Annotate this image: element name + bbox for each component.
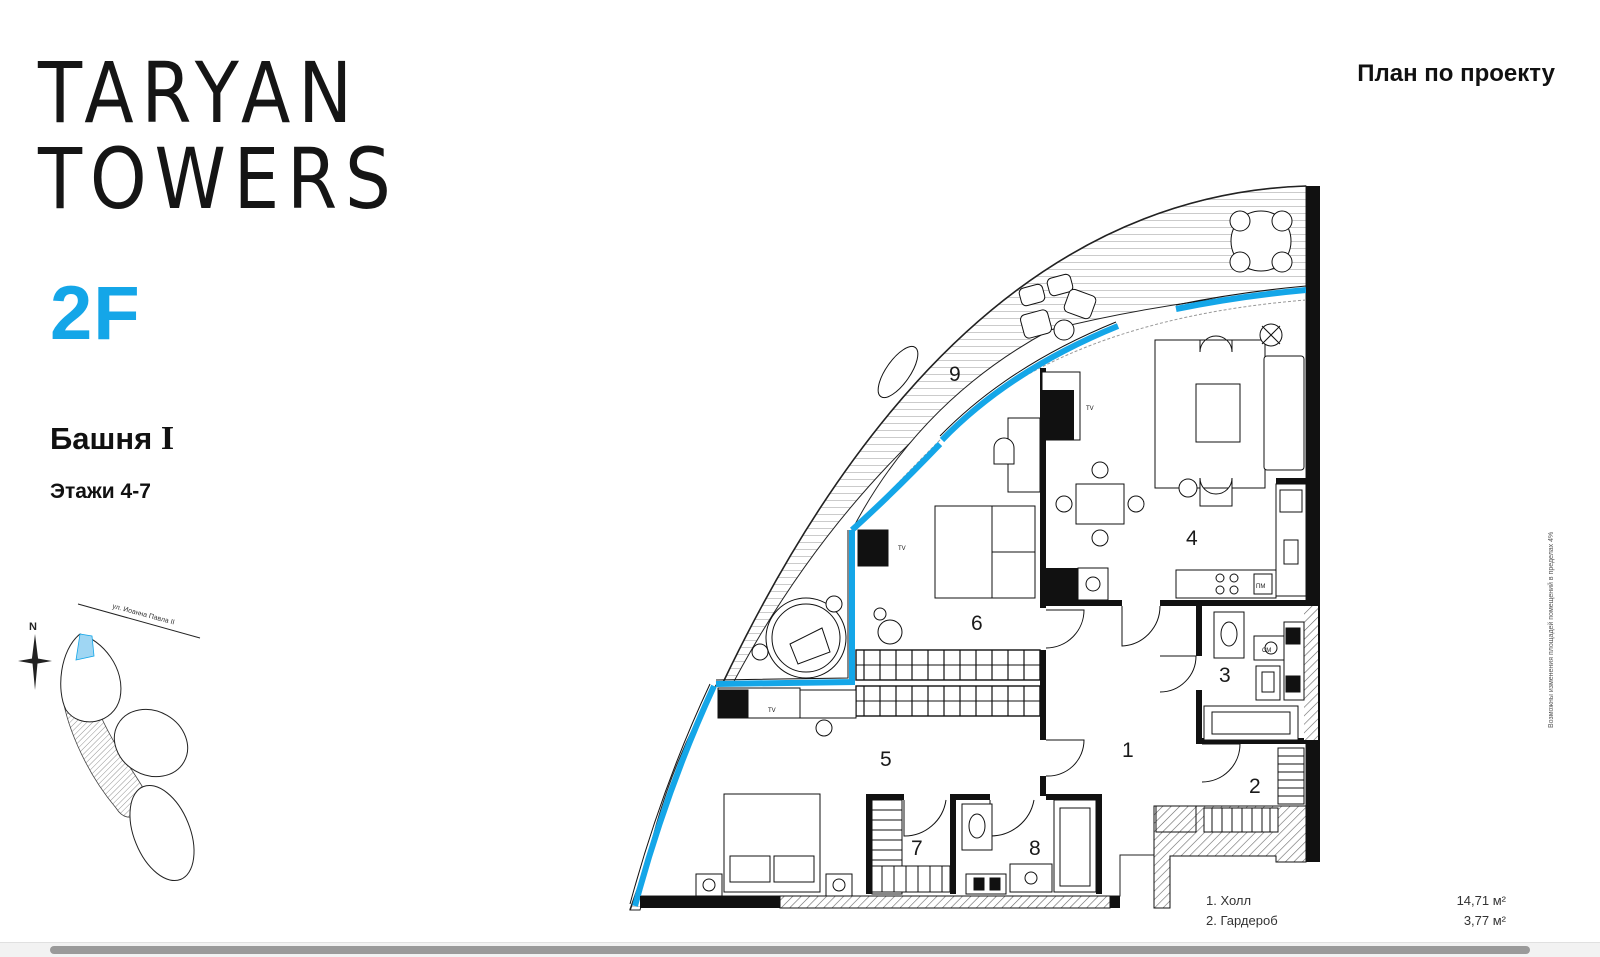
dishwasher-label: ПМ xyxy=(1256,584,1265,590)
legend-room-area: 3,77 м² xyxy=(1463,913,1506,928)
brand-line-1: TARYAN xyxy=(38,44,360,142)
plan-note: План по проекту xyxy=(1357,60,1555,87)
partition-walls xyxy=(866,368,1318,894)
facade-wall-east xyxy=(1306,186,1320,862)
legend-room-name: 1. Холл xyxy=(1206,893,1252,908)
room-number-7: 7 xyxy=(911,837,923,860)
apartment-location-marker xyxy=(75,633,95,661)
coffee-table xyxy=(1195,383,1241,443)
armchair-bottom xyxy=(1199,477,1233,507)
window-glazing xyxy=(632,287,1307,907)
dining-table xyxy=(1075,483,1125,525)
living-room-furniture xyxy=(1055,323,1307,599)
wardrobe-row-lower xyxy=(855,685,1041,717)
room-number-5: 5 xyxy=(880,748,892,771)
bedroom-6-furniture xyxy=(857,417,1041,645)
window-glazing-outline xyxy=(629,285,1307,905)
brand-logo: TARYAN TOWERS xyxy=(38,50,399,222)
room-number-9: 9 xyxy=(949,363,961,386)
wardrobe-room-2 xyxy=(1203,747,1305,833)
room-numbers: 1 2 3 4 5 6 7 8 9 xyxy=(880,363,1261,860)
north-label: N xyxy=(29,621,37,633)
wardrobe-row-upper xyxy=(855,649,1041,681)
floor-code: 2F xyxy=(50,271,141,356)
armchair-top xyxy=(1199,335,1233,353)
legend-row: 1. Холл 14,71 м² xyxy=(1206,893,1506,913)
room-number-3: 3 xyxy=(1219,664,1231,687)
legend-row: 2. Гардероб 3,77 м² xyxy=(1206,913,1506,933)
tower-2-outline xyxy=(113,708,189,778)
washer-label: СМ xyxy=(1262,648,1271,654)
balcony-furniture xyxy=(751,210,1293,679)
tv-label-bedroom-5: TV xyxy=(768,708,776,714)
floors-label: Этажи 4-7 xyxy=(50,480,151,503)
bedroom-5-furniture xyxy=(695,687,857,897)
sofa xyxy=(1263,355,1305,471)
compass-icon: N xyxy=(18,621,52,690)
tv-label-living: TV xyxy=(1086,406,1094,412)
room-number-1: 1 xyxy=(1122,739,1134,762)
lounger xyxy=(877,345,919,399)
facade-wall-south-hatched xyxy=(779,895,1111,909)
bathroom-3-fixtures xyxy=(1203,611,1305,741)
street-line xyxy=(77,603,201,639)
tv-label-bedroom: TV xyxy=(898,546,906,552)
street-label: ул. Иоанна Павла II xyxy=(111,603,175,626)
room-number-6: 6 xyxy=(971,612,983,635)
tv-unit-bedroom xyxy=(857,529,889,567)
site-location-map: N ул. Иоанна Павла II xyxy=(18,603,201,882)
legend-room-name: 2. Гардероб xyxy=(1206,913,1278,928)
tower-3-outline xyxy=(129,784,195,882)
tower-number: I xyxy=(160,420,175,457)
room-number-8: 8 xyxy=(1029,837,1041,860)
tower-1-outline xyxy=(60,633,122,723)
wardrobe-room-7 xyxy=(871,799,951,895)
tower-title: Башня I xyxy=(50,420,174,458)
legend-room-area: 14,71 м² xyxy=(1456,893,1506,908)
tv-unit-living xyxy=(1041,371,1109,601)
room-legend: 1. Холл 14,71 м² 2. Гардероб 3,77 м² xyxy=(1206,893,1506,933)
doors xyxy=(903,605,1241,837)
brand-line-2: TOWERS xyxy=(38,130,399,228)
room-number-2: 2 xyxy=(1249,775,1261,798)
bathroom-8-fixtures xyxy=(961,799,1097,895)
scrollbar-thumb[interactable] xyxy=(50,946,1530,954)
tower-label: Башня xyxy=(50,421,153,456)
room-number-4: 4 xyxy=(1186,527,1198,550)
horizontal-scrollbar[interactable] xyxy=(0,942,1600,957)
